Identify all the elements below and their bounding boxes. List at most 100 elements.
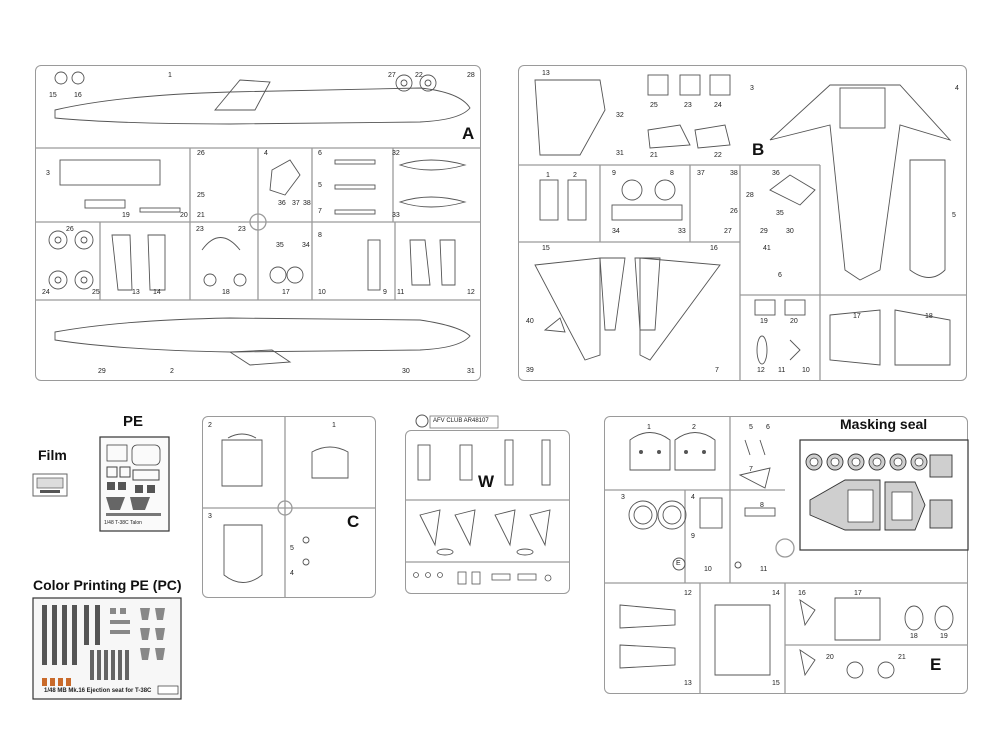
- sprue-w-letter: W: [478, 472, 495, 491]
- part-number: 8: [760, 502, 764, 509]
- part-number: 33: [678, 228, 686, 235]
- part-number: 24: [42, 289, 50, 296]
- part-number: 32: [392, 150, 400, 157]
- part-number: 27: [724, 228, 732, 235]
- part-number: 16: [798, 590, 806, 597]
- sprue-e-letter: E: [930, 655, 942, 674]
- part-number: 20: [790, 318, 798, 325]
- part-number: 21: [197, 212, 205, 219]
- part-number: 20: [826, 654, 834, 661]
- part-number: 6: [318, 150, 322, 157]
- part-number: 4: [290, 570, 294, 577]
- part-number: 25: [197, 192, 205, 199]
- part-number: 36: [772, 170, 780, 177]
- sprue-c-letter: C: [347, 512, 360, 531]
- part-number: 1: [647, 424, 651, 431]
- part-number: 27: [388, 72, 396, 79]
- part-number: 5: [318, 182, 322, 189]
- part-number: 33: [392, 212, 400, 219]
- part-number: 11: [778, 367, 786, 374]
- part-number: 7: [715, 367, 719, 374]
- part-number: 10: [704, 566, 712, 573]
- part-number: 25: [650, 102, 658, 109]
- part-number: 21: [650, 152, 658, 159]
- part-number: 19: [760, 318, 768, 325]
- gate-mark: E: [676, 560, 681, 567]
- film-label: Film: [38, 447, 67, 463]
- part-number: 15: [772, 680, 780, 687]
- part-number: 17: [282, 289, 290, 296]
- part-number: 9: [383, 289, 387, 296]
- part-number: 1: [546, 172, 550, 179]
- part-number: 41: [763, 245, 771, 252]
- part-number: 11: [397, 289, 405, 296]
- pe-label: PE: [123, 413, 144, 430]
- part-number: 10: [802, 367, 810, 374]
- part-number: 23: [684, 102, 692, 109]
- part-number: 18: [222, 289, 230, 296]
- part-number: 13: [542, 70, 550, 77]
- sprue-c-frame: [202, 416, 376, 598]
- part-number: 3: [621, 494, 625, 501]
- part-number: 19: [940, 633, 948, 640]
- part-number: 3: [46, 170, 50, 177]
- part-number: 3: [208, 513, 212, 520]
- part-number: 8: [318, 232, 322, 239]
- part-number: 31: [616, 150, 624, 157]
- part-number: 2: [692, 424, 696, 431]
- part-number: 4: [691, 494, 695, 501]
- part-number: 36: [278, 200, 286, 207]
- part-number: 35: [276, 242, 284, 249]
- part-number: 18: [925, 313, 933, 320]
- part-number: 13: [132, 289, 140, 296]
- part-number: 14: [772, 590, 780, 597]
- part-number: 19: [122, 212, 130, 219]
- part-number: 21: [898, 654, 906, 661]
- part-number: 29: [760, 228, 768, 235]
- part-number: 7: [318, 208, 322, 215]
- part-number: 29: [98, 368, 106, 375]
- sprue-a-letter: A: [462, 124, 475, 143]
- part-number: 5: [952, 212, 956, 219]
- part-number: 16: [74, 92, 82, 99]
- part-number: 15: [542, 245, 550, 252]
- part-number: 10: [318, 289, 326, 296]
- part-number: 26: [730, 208, 738, 215]
- part-number: 22: [415, 72, 423, 79]
- part-number: 23: [238, 226, 246, 233]
- part-number: 23: [196, 226, 204, 233]
- part-number: 11: [760, 566, 768, 573]
- part-number: 13: [684, 680, 692, 687]
- part-number: 6: [778, 272, 782, 279]
- sprue-b-frame: [518, 65, 967, 381]
- part-number: 4: [264, 150, 268, 157]
- part-number: 26: [197, 150, 205, 157]
- pe-footer: 1/48 T-38C Talon: [104, 520, 142, 526]
- part-number: 17: [854, 590, 862, 597]
- part-number: 20: [180, 212, 188, 219]
- part-number: 15: [49, 92, 57, 99]
- part-number: 26: [66, 226, 74, 233]
- part-number: 5: [749, 424, 753, 431]
- part-number: 28: [746, 192, 754, 199]
- part-number: 34: [302, 242, 310, 249]
- part-number: 40: [526, 318, 534, 325]
- part-number: 2: [573, 172, 577, 179]
- color-pe-footer: 1/48 MB Mk.16 Ejection seat for T-38C: [44, 688, 152, 694]
- part-number: 7: [749, 466, 753, 473]
- part-number: 14: [153, 289, 161, 296]
- part-number: 4: [955, 85, 959, 92]
- part-number: 2: [170, 368, 174, 375]
- part-number: 2: [208, 422, 212, 429]
- part-number: 1: [332, 422, 336, 429]
- part-number: 16: [710, 245, 718, 252]
- part-number: 8: [670, 170, 674, 177]
- part-number: 18: [910, 633, 918, 640]
- part-number: 30: [786, 228, 794, 235]
